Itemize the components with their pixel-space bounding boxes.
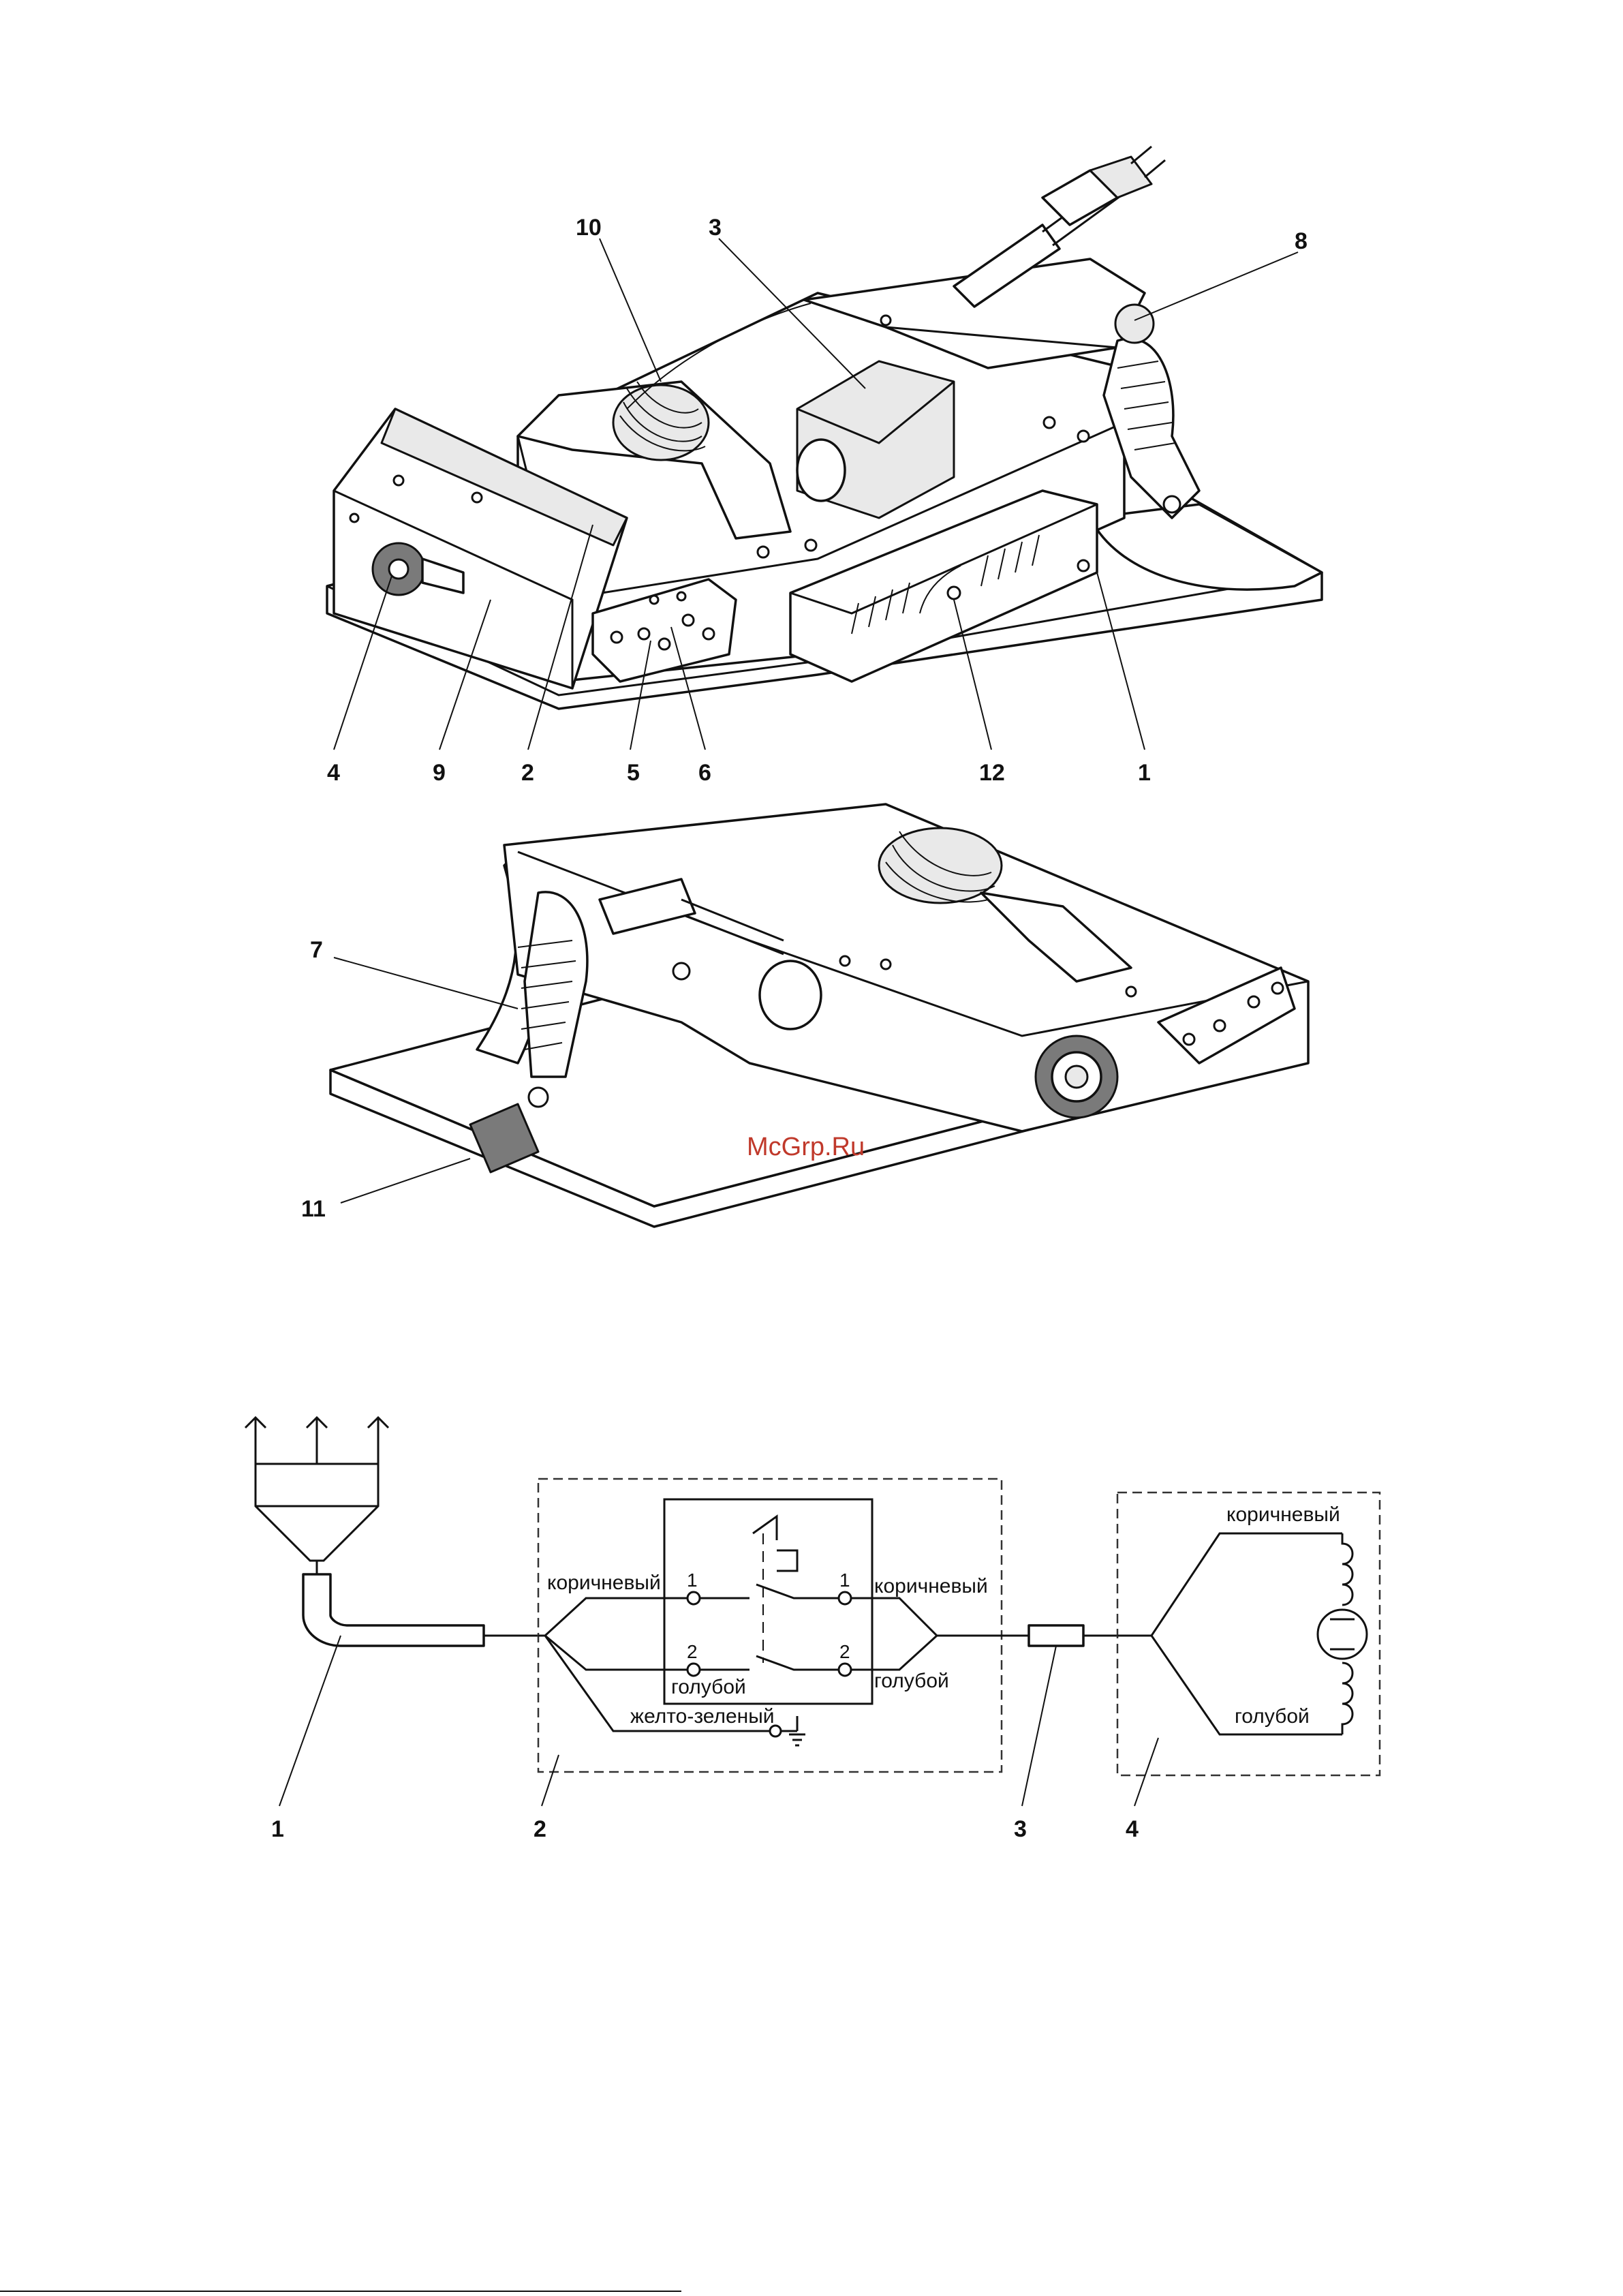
- wiring-callout-2: 2: [534, 1816, 546, 1842]
- callout-10: 10: [576, 215, 602, 241]
- callout-3: 3: [709, 215, 722, 241]
- callout-5: 5: [627, 760, 640, 786]
- callout-1: 1: [1138, 760, 1151, 786]
- planer-view-top: [327, 147, 1322, 709]
- callout-9: 9: [433, 760, 446, 786]
- label-motor-blue: голубой: [1235, 1705, 1310, 1728]
- pin-right-1: 1: [839, 1570, 850, 1591]
- wiring-callout-1: 1: [271, 1816, 284, 1842]
- watermark: McGrp.Ru: [747, 1133, 865, 1161]
- wiring-diagram: [245, 1418, 1380, 1775]
- callout-4: 4: [327, 760, 340, 786]
- pin-right-2: 2: [839, 1641, 850, 1662]
- label-ground: желто-зеленый: [630, 1705, 775, 1728]
- plug-symbol: [245, 1418, 388, 1574]
- planer-view-bottom: [330, 804, 1308, 1227]
- callout-7: 7: [310, 937, 323, 963]
- label-left-blue: голубой: [671, 1676, 746, 1698]
- label-right-blue: голубой: [874, 1670, 949, 1692]
- pulley: [1036, 1036, 1117, 1118]
- callout-6: 6: [698, 760, 711, 786]
- label-right-brown: коричневый: [874, 1575, 988, 1597]
- callout-8: 8: [1295, 228, 1308, 254]
- label-motor-brown: коричневый: [1226, 1503, 1340, 1526]
- wiring-callout-3: 3: [1014, 1816, 1027, 1842]
- label-left-brown: коричневый: [547, 1572, 661, 1594]
- pin-left-1: 1: [687, 1570, 698, 1591]
- wiring-labels: коричневый 1 2 голубой 1 2 коричневый го…: [547, 1503, 1340, 1728]
- callout-11: 11: [301, 1196, 326, 1222]
- callout-2: 2: [521, 760, 534, 786]
- wiring-callout-4: 4: [1126, 1816, 1139, 1842]
- top-grip: [879, 828, 1002, 903]
- pin-left-2: 2: [687, 1641, 698, 1662]
- callout-12: 12: [979, 760, 1005, 786]
- wiring-callouts: 1 2 3 4: [271, 1816, 1139, 1842]
